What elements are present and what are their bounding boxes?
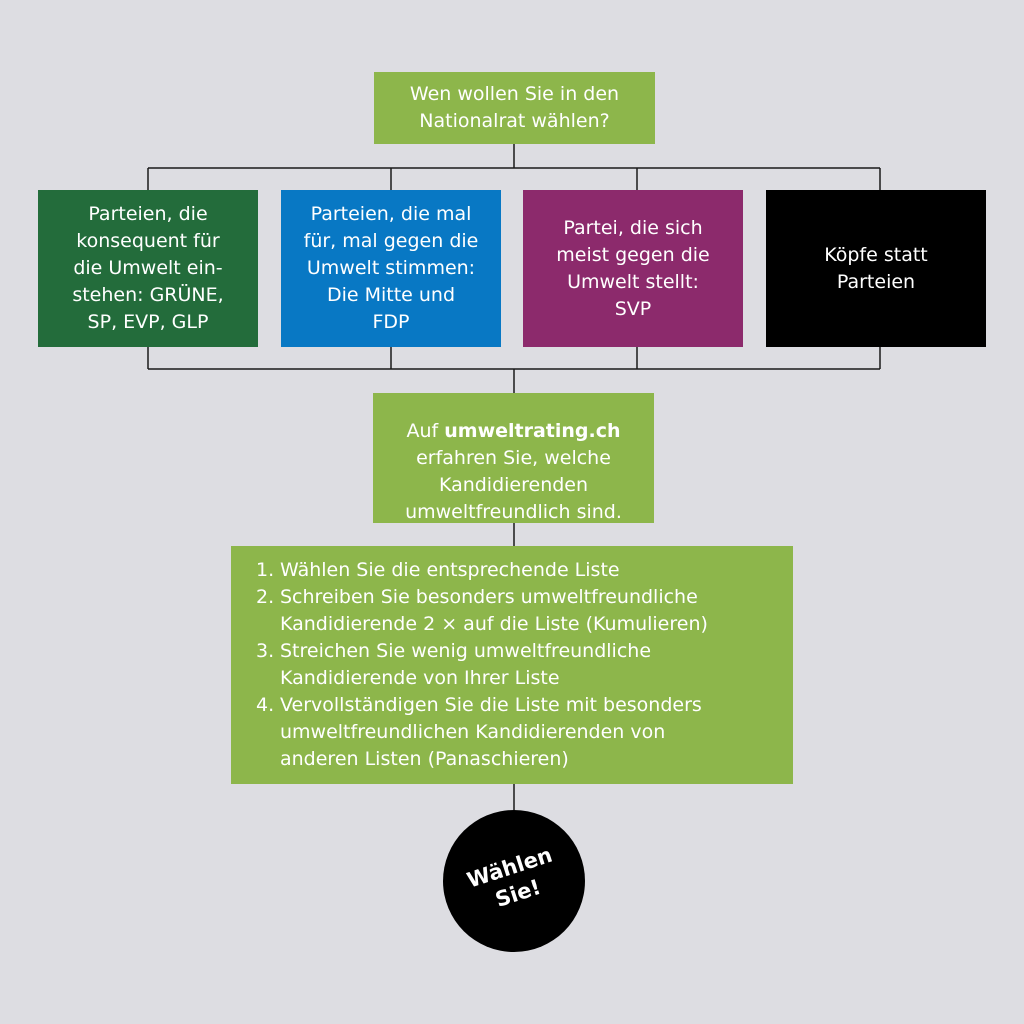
option-text: Parteien, die mal für, mal gegen die Umw… bbox=[303, 203, 479, 333]
step-item: 1. Wählen Sie die entsprechende Liste bbox=[256, 557, 773, 584]
step-text: Schreiben Sie besonders umweltfreundlich… bbox=[280, 586, 708, 635]
step-text: Vervollständigen Sie die Liste mit beson… bbox=[280, 694, 702, 770]
info-box: Auf umweltrating.ch erfahren Sie, welche… bbox=[373, 393, 654, 523]
option-box-candidates: Köpfe statt Parteien bbox=[766, 190, 986, 347]
option-box-green-parties: Parteien, die konsequent für die Umwelt … bbox=[38, 190, 258, 347]
cta-circle: Wählen Sie! bbox=[443, 810, 585, 952]
cta-label: Wählen Sie! bbox=[464, 842, 556, 912]
connector-group bbox=[147, 144, 881, 810]
step-number: 4. bbox=[256, 694, 275, 716]
step-item: 3. Streichen Sie wenig umweltfreundliche… bbox=[256, 638, 773, 692]
question-box: Wen wollen Sie in den Nationalrat wählen… bbox=[374, 72, 655, 144]
option-box-svp: Partei, die sich meist gegen die Umwelt … bbox=[523, 190, 743, 347]
step-item: 4. Vervollständigen Sie die Liste mit be… bbox=[256, 692, 773, 773]
option-box-centre-parties: Parteien, die mal für, mal gegen die Umw… bbox=[281, 190, 501, 347]
step-number: 2. bbox=[256, 586, 275, 608]
step-item: 2. Schreiben Sie besonders umweltfreundl… bbox=[256, 584, 773, 638]
info-rest: erfahren Sie, welche Kandidierenden umwe… bbox=[405, 446, 622, 523]
steps-box: 1. Wählen Sie die entsprechende Liste 2.… bbox=[231, 546, 793, 784]
step-number: 3. bbox=[256, 640, 275, 662]
option-text: Köpfe statt Parteien bbox=[824, 243, 928, 293]
info-prefix: Auf bbox=[406, 419, 445, 442]
info-first-line: Auf umweltrating.ch bbox=[406, 391, 620, 445]
option-text: Partei, die sich meist gegen die Umwelt … bbox=[556, 216, 710, 320]
step-text: Wählen Sie die entsprechende Liste bbox=[280, 559, 620, 581]
step-number: 1. bbox=[256, 559, 275, 581]
question-text: Wen wollen Sie in den Nationalrat wählen… bbox=[409, 83, 620, 132]
umweltrating-link[interactable]: umweltrating.ch bbox=[444, 419, 621, 442]
step-text: Streichen Sie wenig umweltfreundliche Ka… bbox=[280, 640, 652, 689]
steps-list: 1. Wählen Sie die entsprechende Liste 2.… bbox=[256, 557, 773, 773]
option-text: Parteien, die konsequent für die Umwelt … bbox=[72, 203, 224, 333]
